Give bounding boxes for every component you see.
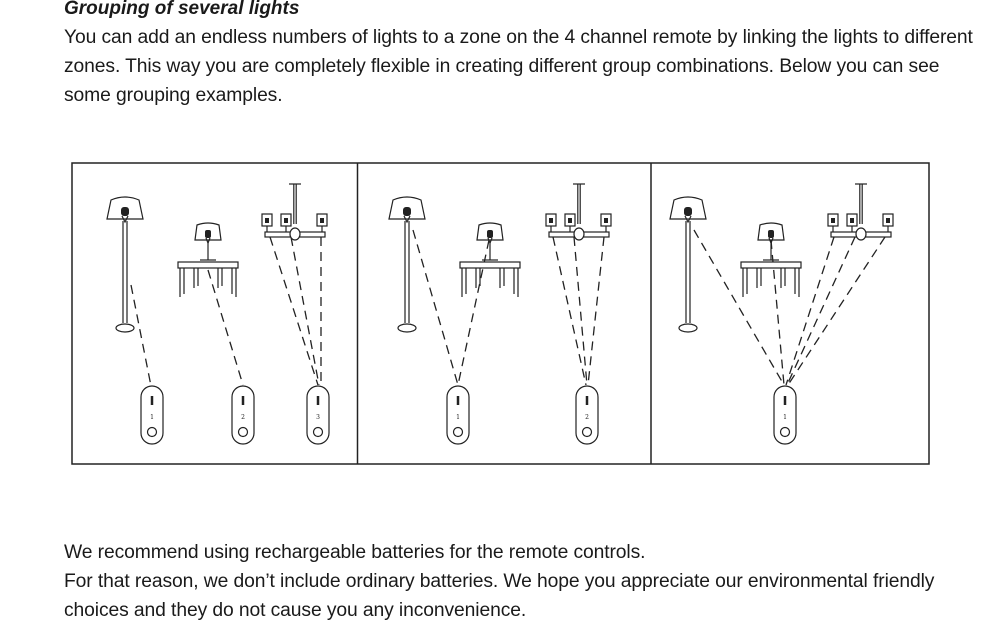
battery-note-line-2: For that reason, we don’t include ordina… xyxy=(64,571,935,621)
table-lamp-icon xyxy=(459,222,521,298)
grouping-examples-figure: 1 2 3 1 2 1 xyxy=(71,162,931,466)
remote-zone-number: 1 xyxy=(456,414,460,421)
remote-zone-number: 3 xyxy=(316,414,320,421)
floor-lamp-icon xyxy=(106,196,144,333)
panel-2 xyxy=(388,183,612,446)
intro-paragraph: You can add an endless numbers of lights… xyxy=(64,27,973,106)
chandelier-icon xyxy=(827,183,894,241)
table-lamp-icon xyxy=(177,222,239,298)
floor-lamp-icon xyxy=(388,196,426,333)
remote-zone-number: 2 xyxy=(241,414,245,421)
floor-lamp-icon xyxy=(669,196,707,333)
remote-zone-number: 1 xyxy=(783,414,787,421)
signal-lines xyxy=(693,229,886,386)
signal-lines xyxy=(130,236,322,387)
battery-note-line-1: We recommend using rechargeable batterie… xyxy=(64,542,646,563)
figure-frame xyxy=(71,162,930,465)
section-heading: Grouping of several lights xyxy=(64,0,300,19)
remote-zone-number: 2 xyxy=(585,414,589,421)
signal-lines xyxy=(412,229,605,386)
chandelier-icon xyxy=(261,183,328,241)
panel-1 xyxy=(106,183,331,446)
chandelier-icon xyxy=(545,183,612,241)
remote-zone-number: 1 xyxy=(150,414,154,421)
table-lamp-icon xyxy=(740,222,802,298)
panel-3 xyxy=(669,183,894,446)
